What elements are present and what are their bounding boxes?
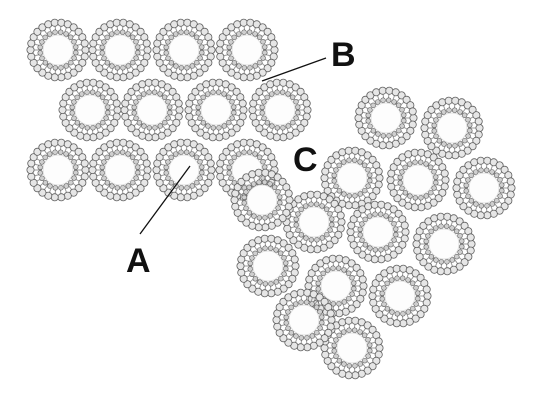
micelle [27,19,89,81]
label-c: C [293,141,318,179]
micelle [369,265,431,327]
micelle [153,19,215,81]
micelle [249,79,311,141]
micelle [387,149,449,211]
micelle [216,19,278,81]
label-a: A [126,242,151,280]
micelle [421,97,483,159]
micelle [453,157,515,219]
micelle [185,79,247,141]
micelle [89,19,151,81]
micelle [153,139,215,201]
micelle [27,139,89,201]
micelle [237,235,299,297]
micelle [121,79,183,141]
micelle [59,79,121,141]
micelle [355,87,417,149]
micelle [347,201,409,263]
micelle-arrays [27,19,515,379]
label-b: B [331,36,356,74]
micelle [273,289,335,351]
micelle [413,213,475,275]
micelle [89,139,151,201]
